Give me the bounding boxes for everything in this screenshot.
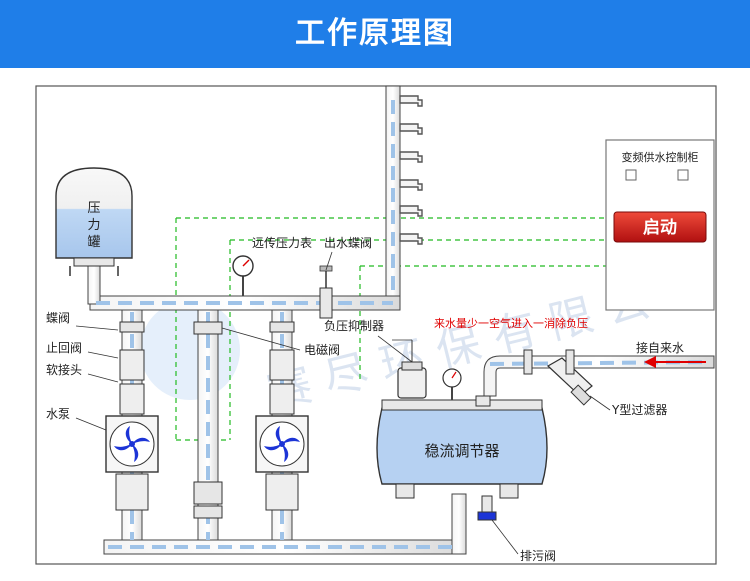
bypass-column <box>193 321 223 519</box>
svg-text:压: 压 <box>87 201 100 216</box>
drain-valve-label: 排污阀 <box>520 549 556 563</box>
pump-2 <box>255 321 309 511</box>
pump-1 <box>105 321 159 511</box>
y-filter: Y型过滤器 <box>523 349 667 417</box>
regulator-label: 稳流调节器 <box>424 442 499 460</box>
schematic-diagram: 赛 尽 环 保 有 限 公 司 <box>35 85 717 565</box>
pump-label: 水泵 <box>46 407 70 421</box>
svg-text:力: 力 <box>87 218 100 233</box>
outlet-butterfly-valve: 出水蝶阀 <box>319 235 372 319</box>
butterfly-valve-label: 蝶阀 <box>46 310 70 325</box>
inlet-label: 接自来水 <box>636 340 684 355</box>
pump-callouts: 蝶阀 止回阀 软接头 水泵 <box>46 310 119 431</box>
check-valve-label: 止回阀 <box>46 341 82 355</box>
control-wiring <box>175 217 606 441</box>
solenoid-valve: 电磁阀 <box>221 327 340 357</box>
negative-pressure-label: 负压抑制器 <box>324 318 384 333</box>
pressure-tank: 压 力 罐 <box>55 167 133 276</box>
remote-gauge-label: 远传压力表 <box>252 235 312 250</box>
inlet-arrow-icon <box>644 356 656 368</box>
solenoid-valve-label: 电磁阀 <box>304 342 340 357</box>
y-filter-label: Y型过滤器 <box>611 403 667 417</box>
outlet-valve-label: 出水蝶阀 <box>324 235 372 250</box>
negative-pressure-suppressor: 负压抑制器 <box>324 318 427 399</box>
faucet-array <box>399 95 423 245</box>
drain-valve: 排污阀 <box>477 495 556 563</box>
cabinet-title: 变频供水控制柜 <box>622 150 699 164</box>
diagram-frame <box>35 85 717 565</box>
title-banner: 工作原理图 <box>0 0 750 68</box>
air-intake-note: 来水量少一空气进入一消除负压 <box>434 316 588 330</box>
water-inlet: 接自来水 <box>636 340 706 368</box>
page-title: 工作原理图 <box>295 16 455 51</box>
flow-regulator-tank: 稳流调节器 <box>376 368 548 499</box>
soft-joint-label: 软接头 <box>46 362 82 377</box>
start-button-label: 启动 <box>643 217 677 238</box>
remote-pressure-gauge: 远传压力表 <box>232 235 312 296</box>
svg-text:罐: 罐 <box>87 235 100 250</box>
control-cabinet: 变频供水控制柜 启动 <box>605 139 715 311</box>
